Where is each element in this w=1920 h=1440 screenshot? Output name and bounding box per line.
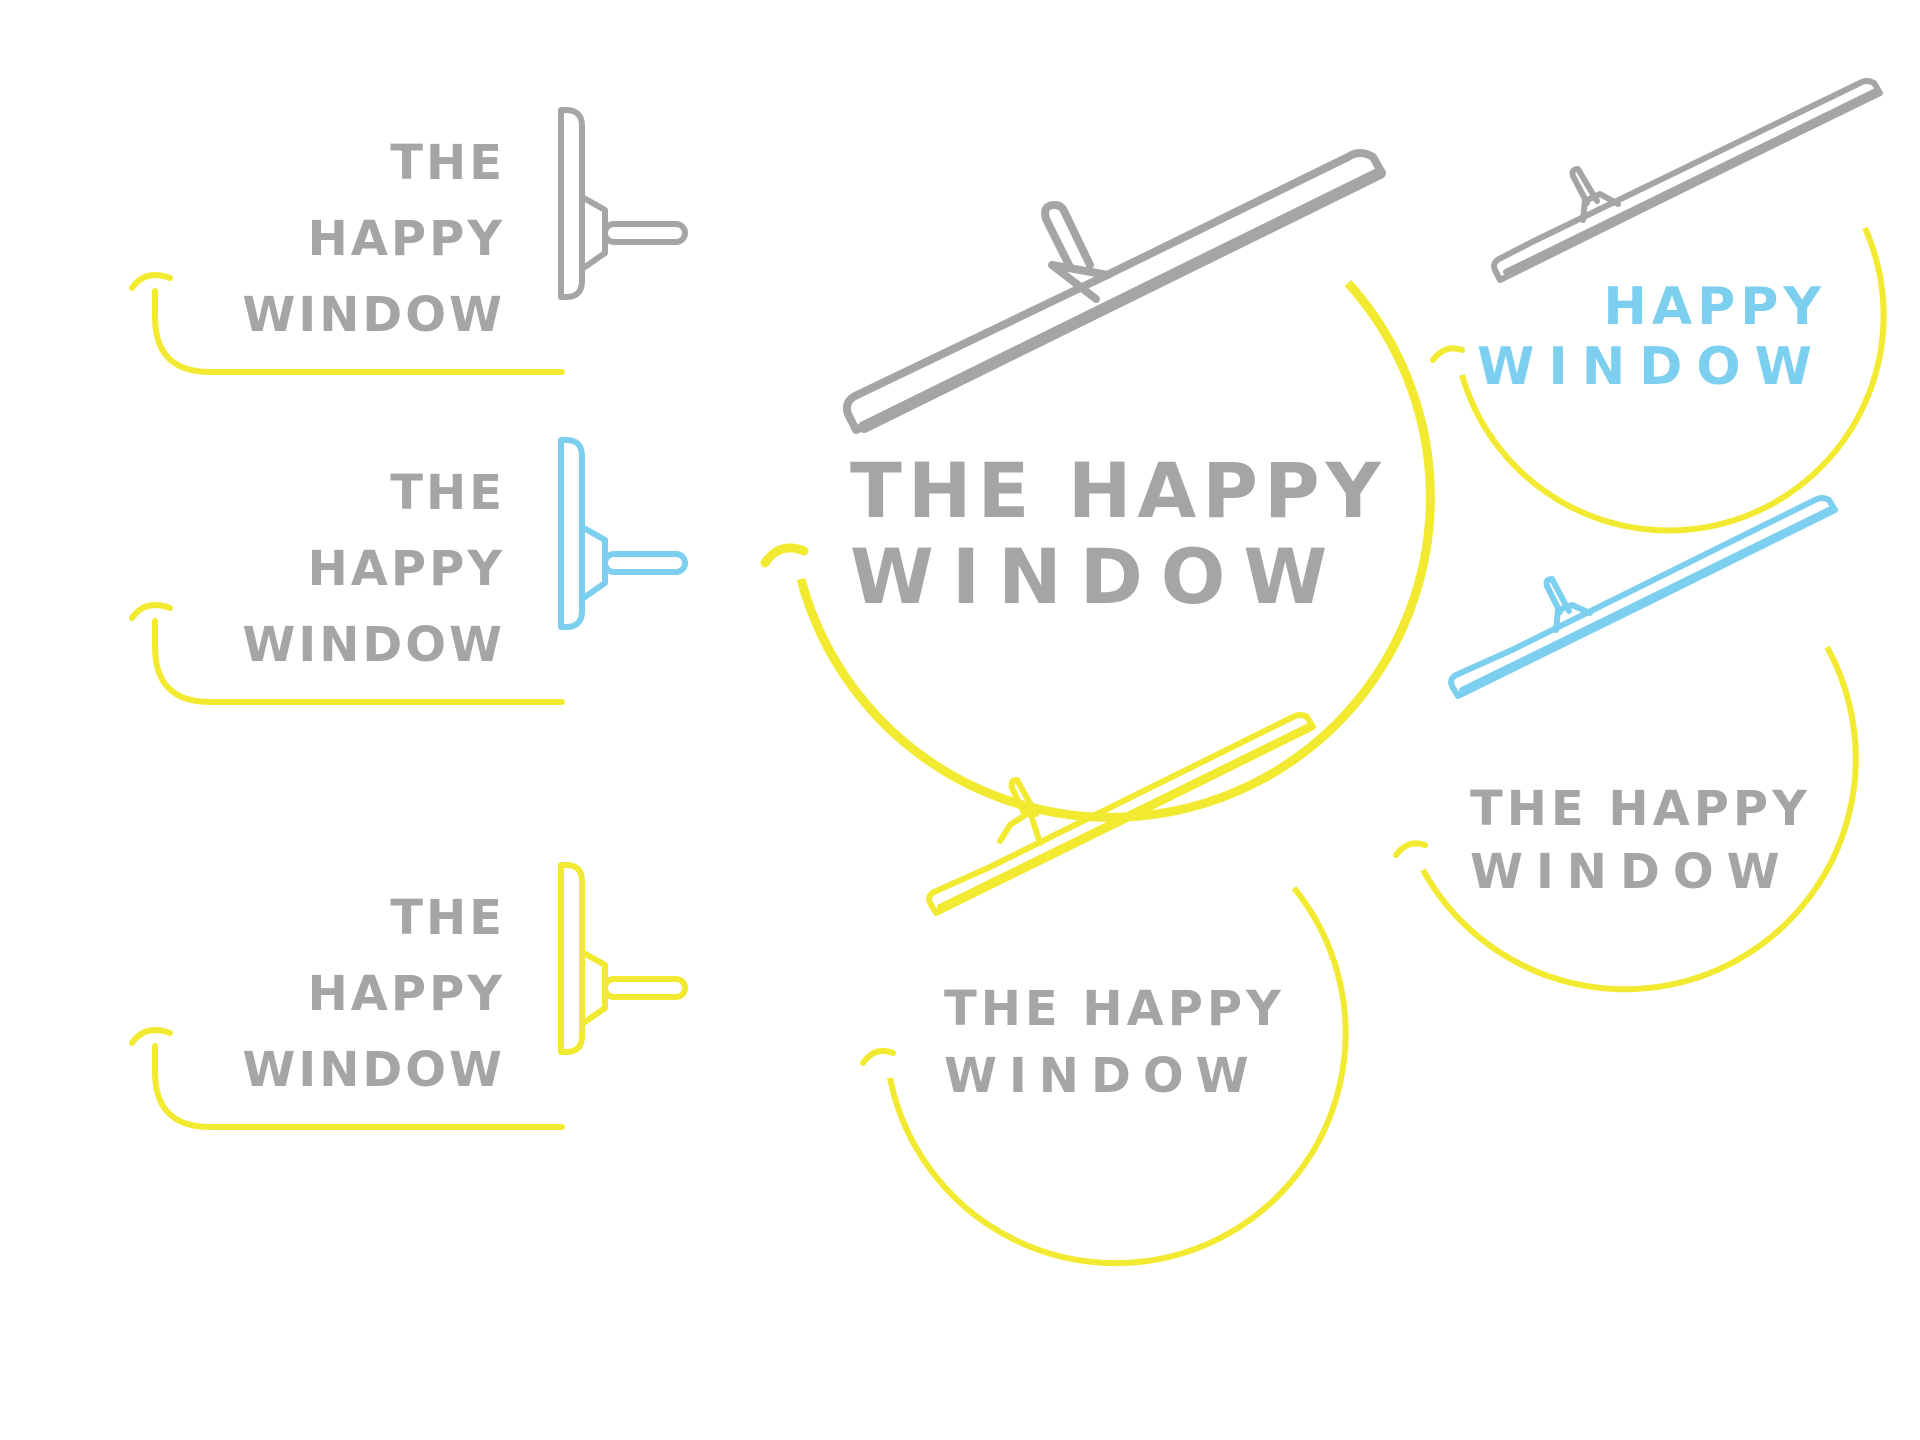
squeegee-icon — [842, 149, 1386, 434]
logo-round-blue-squeegee: THE HAPPY WINDOW — [1393, 495, 1859, 993]
logo-line-the: THE — [390, 890, 505, 946]
logo-line-the-happy: THE HAPPY — [850, 446, 1387, 535]
swoosh-arc — [887, 886, 1349, 1267]
logo-line-happy: HAPPY — [1603, 277, 1826, 337]
logo-line-window: WINDOW — [242, 287, 505, 343]
smile-accent-icon — [129, 1027, 173, 1046]
logo-line-the-happy: THE HAPPY — [944, 981, 1285, 1037]
smile-accent-icon — [129, 272, 173, 291]
smile-accent-icon — [760, 543, 809, 568]
squeegee-icon — [558, 107, 688, 300]
swoosh-arc — [152, 1043, 565, 1130]
logo-line-the-happy: THE HAPPY — [1470, 781, 1811, 837]
logo-line-window: WINDOW — [944, 1048, 1261, 1104]
logo-round-blue-text: HAPPY WINDOW — [1430, 78, 1887, 534]
smile-accent-icon — [129, 602, 173, 621]
logo-round-large: THE HAPPY WINDOW — [760, 149, 1435, 822]
squeegee-icon — [1448, 495, 1838, 699]
smile-accent-icon — [1430, 345, 1465, 363]
squeegee-icon — [926, 712, 1316, 916]
logo-line-the: THE — [390, 465, 505, 521]
swoosh-arc — [1420, 645, 1859, 993]
logo-round-small-yellow: THE HAPPY WINDOW — [860, 712, 1349, 1267]
logo-line-window: WINDOW — [1470, 844, 1793, 900]
smile-accent-icon — [860, 1048, 896, 1066]
swoosh-arc — [1459, 226, 1887, 534]
logo-line-window: WINDOW — [242, 1042, 505, 1098]
swoosh-arc — [152, 618, 565, 705]
swoosh-arc — [796, 279, 1435, 822]
logo-line-window: WINDOW — [1477, 337, 1826, 397]
logo-line-happy: HAPPY — [308, 541, 505, 597]
logo-vertical-blue: THE HAPPY WINDOW — [129, 437, 688, 705]
logo-line-happy: HAPPY — [308, 966, 505, 1022]
squeegee-icon — [558, 862, 688, 1055]
logo-line-window: WINDOW — [850, 532, 1345, 621]
smile-accent-icon — [1393, 840, 1428, 858]
swoosh-arc — [152, 288, 565, 375]
logo-line-the: THE — [390, 135, 505, 191]
squeegee-icon — [1491, 78, 1883, 283]
logo-vertical-yellow: THE HAPPY WINDOW — [129, 862, 688, 1130]
logo-line-window: WINDOW — [242, 617, 505, 673]
logo-line-happy: HAPPY — [308, 211, 505, 267]
logo-vertical-gray: THE HAPPY WINDOW — [129, 107, 688, 375]
squeegee-icon — [558, 437, 688, 630]
